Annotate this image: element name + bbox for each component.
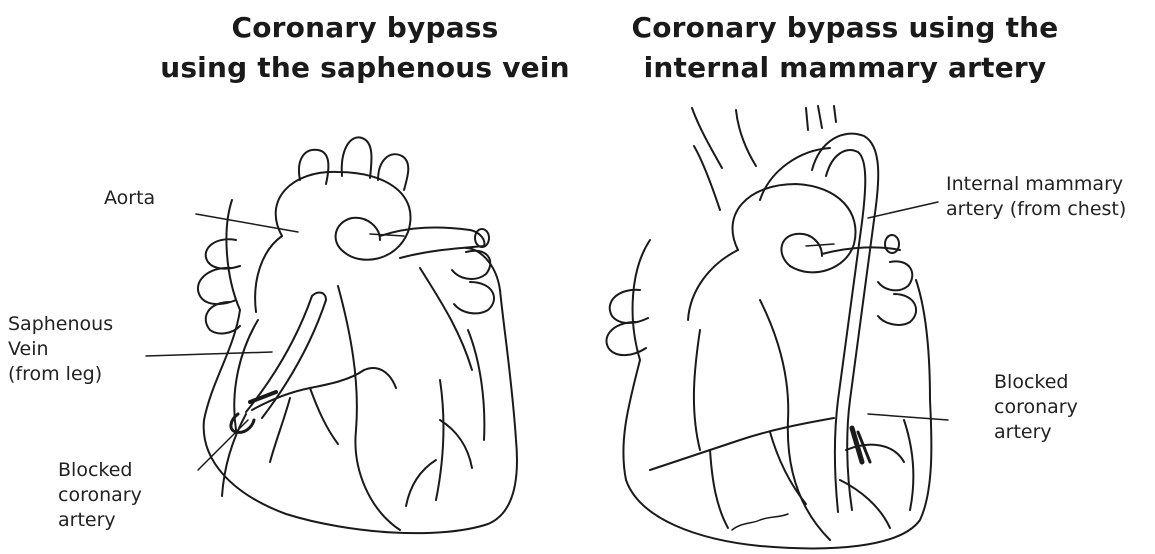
internal-mammary-label-line-1: Internal mammary <box>946 172 1126 197</box>
right-aortic-arch <box>733 184 856 272</box>
right-blocked-artery-line-3: artery <box>994 420 1078 445</box>
aorta-label: Aorta <box>104 186 155 211</box>
saphenous-vein-label-line-3: (from leg) <box>8 362 113 387</box>
internal-mammary-leader-line <box>868 202 938 218</box>
left-blocked-artery-line-2: coronary <box>58 483 142 508</box>
left-vessel-stub-3 <box>378 154 408 190</box>
right-heart-drawing <box>606 106 931 548</box>
left-heart-drawing <box>198 137 517 533</box>
left-vessel-stub-1 <box>299 150 328 184</box>
internal-mammary-label: Internal mammary artery (from chest) <box>946 172 1126 222</box>
right-blocked-artery-leader-line <box>868 414 948 420</box>
aorta-leader-line <box>196 214 298 232</box>
internal-mammary-label-line-2: artery (from chest) <box>946 197 1126 222</box>
right-aorta-leader-line <box>806 244 834 246</box>
right-blocked-artery-line-2: coronary <box>994 395 1078 420</box>
right-internal-mammary-artery-graft <box>812 134 878 510</box>
left-aortic-arch <box>276 172 411 260</box>
left-blocked-artery-label: Blocked coronary artery <box>58 458 142 533</box>
saphenous-vein-label: Saphenous Vein (from leg) <box>8 312 113 387</box>
left-blocked-artery-line-3: artery <box>58 508 142 533</box>
saphenous-vein-label-line-2: Vein <box>8 337 113 362</box>
pulmonary-leader-line <box>370 234 404 236</box>
left-pulmonary-artery <box>380 228 484 258</box>
right-blocked-artery-label: Blocked coronary artery <box>994 370 1078 445</box>
saphenous-vein-leader-line <box>146 352 272 356</box>
saphenous-vein-label-line-1: Saphenous <box>8 312 113 337</box>
left-blocked-artery-line-1: Blocked <box>58 458 142 483</box>
right-heart-outline <box>623 240 931 548</box>
right-blocked-artery-line-1: Blocked <box>994 370 1078 395</box>
